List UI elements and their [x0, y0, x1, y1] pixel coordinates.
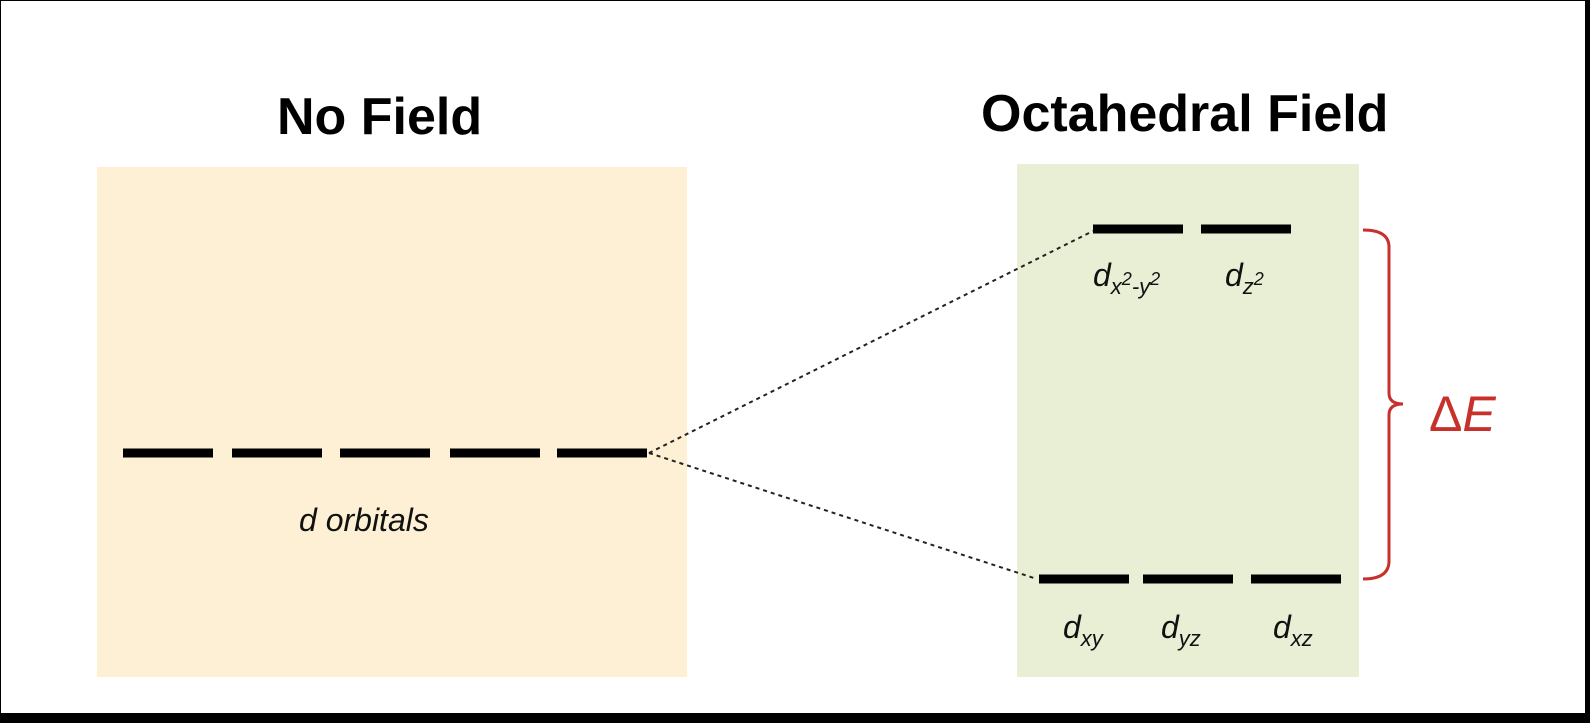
octahedral-field-heading: Octahedral Field — [981, 85, 1389, 143]
orbital-label-dxy: dxy — [1063, 609, 1103, 651]
correlation-lines — [648, 230, 1094, 580]
d-orbitals-caption: d orbitals — [299, 502, 429, 538]
energy-variable: E — [1462, 386, 1496, 442]
no-field-heading: No Field — [277, 88, 483, 146]
no-field-panel — [97, 167, 687, 677]
orbital-label-dyz: dyz — [1161, 609, 1201, 651]
energy-gap-bracket — [1362, 228, 1404, 581]
correlation-line-lower — [648, 452, 1038, 580]
orbital-label-dx2-y2: dx2-y2 — [1093, 257, 1161, 299]
energy-gap-label: ΔE — [1429, 389, 1496, 439]
orbital-label-dxz: dxz — [1273, 609, 1313, 651]
correlation-line-upper — [648, 230, 1094, 454]
orbital-label-dz2: dz2 — [1225, 257, 1264, 299]
octahedral-field-panel — [1017, 164, 1359, 677]
delta-symbol: Δ — [1429, 386, 1463, 442]
